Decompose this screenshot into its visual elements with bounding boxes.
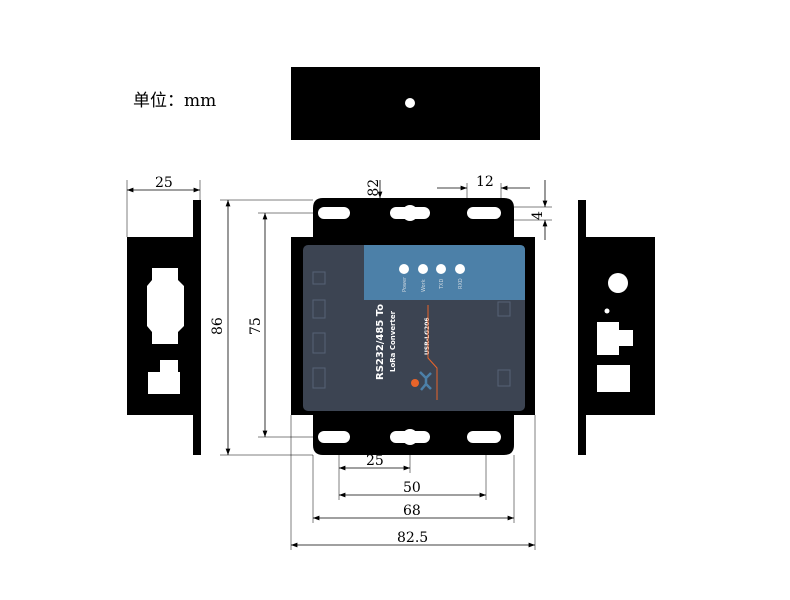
terminal-port [148,372,180,394]
dim-vertical-holes: 75 [248,317,264,335]
dim-offset: 6.82 [366,179,382,210]
dim-50: 50 [403,480,421,496]
front-view: Power Work TXD RXD RS232/485 To LoRa Con… [291,198,535,455]
product-subtitle: LoRa Converter [389,310,397,372]
product-title: RS232/485 To [375,304,386,380]
dimension-lines: 25 86 75 6.82 12 4 25 50 68 82.5 [126,174,552,550]
led-indicators: Power Work TXD RXD [399,264,465,292]
dim-slot-length: 12 [476,174,494,190]
antenna-connector [608,273,628,293]
unit-label: 单位：mm [133,91,216,111]
dim-25: 25 [366,453,384,469]
dim-total-height: 86 [210,317,226,335]
led-label-rxd: RXD [458,278,464,289]
dim-68: 68 [403,503,421,519]
led-label-power: Power [402,276,408,292]
logo [411,371,432,391]
power-jack [597,322,619,355]
left-side-view [127,200,201,455]
top-view [291,67,540,140]
led-label-txd: TXD [439,279,445,290]
terminal-block [597,365,630,392]
right-side-view [578,200,655,455]
dim-slot-edge: 4 [530,211,546,220]
dim-side-width: 25 [155,175,173,191]
db9-port [147,268,184,344]
mount-hole [405,98,415,108]
led-label-work: Work [421,279,427,292]
mounting-slots [318,205,501,445]
dim-82-5: 82.5 [397,530,428,546]
